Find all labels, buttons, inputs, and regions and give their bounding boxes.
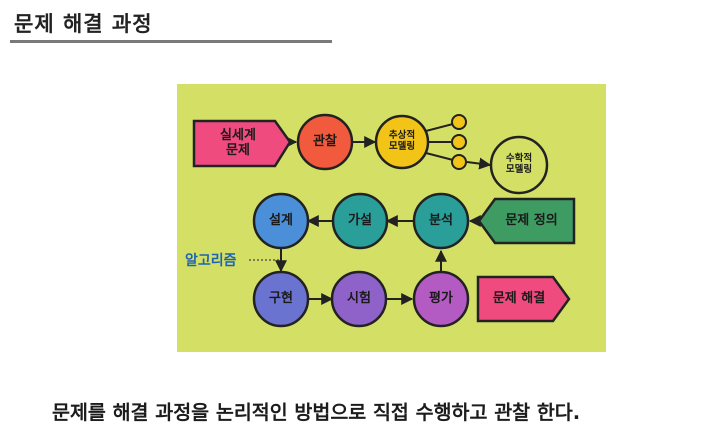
- label-experiment: 시험: [347, 290, 371, 306]
- branch-dot-top: [451, 114, 467, 130]
- label-abstract-modeling: 추상적 모델링: [388, 130, 416, 152]
- label-math-modeling: 수학적 모델링: [505, 153, 533, 175]
- slide-title: 문제 해결 과정: [14, 12, 153, 36]
- label-hypothesis: 가설: [348, 212, 372, 228]
- node-abstract-modeling: [374, 114, 430, 170]
- node-experiment: [330, 270, 388, 328]
- node-evaluate: [412, 270, 470, 328]
- branch-line-top: [421, 123, 454, 133]
- node-math-modeling: [489, 135, 549, 195]
- node-real-world-problem: [192, 119, 292, 168]
- branch-dot-bottom: [451, 154, 467, 170]
- caption-text: 문제를 해결 과정을 논리적인 방법으로 직접 수행하고 관찰 한다.: [52, 401, 581, 424]
- label-problem-solving: 문제 해결: [492, 290, 546, 306]
- node-implement: [252, 270, 310, 328]
- node-design: [252, 192, 310, 250]
- node-observe: [296, 113, 354, 171]
- diagram-shapes: [192, 113, 576, 328]
- algorithm-label: 알고리즘: [185, 253, 237, 269]
- node-analysis: [412, 192, 470, 250]
- label-analysis: 분석: [429, 212, 453, 228]
- label-design: 설계: [269, 212, 293, 228]
- label-evaluate: 평가: [429, 290, 453, 306]
- title-underline: [10, 40, 332, 43]
- label-implement: 구현: [269, 290, 293, 306]
- label-real-world-problem: 실세계 문제: [220, 127, 256, 158]
- node-problem-solving: [476, 275, 571, 323]
- label-observe: 관찰: [313, 133, 337, 149]
- process-diagram: 실세계 문제 관찰 추상적 모델링 수학적 모델링 설계 가설 분석 문제 정의…: [177, 84, 606, 352]
- label-problem-definition: 문제 정의: [505, 212, 558, 228]
- branch-dot-mid: [451, 134, 467, 150]
- arrow-to-math-model: [466, 157, 492, 170]
- node-hypothesis: [331, 192, 389, 250]
- branch-line-bottom: [421, 151, 454, 161]
- node-problem-definition: [477, 197, 576, 245]
